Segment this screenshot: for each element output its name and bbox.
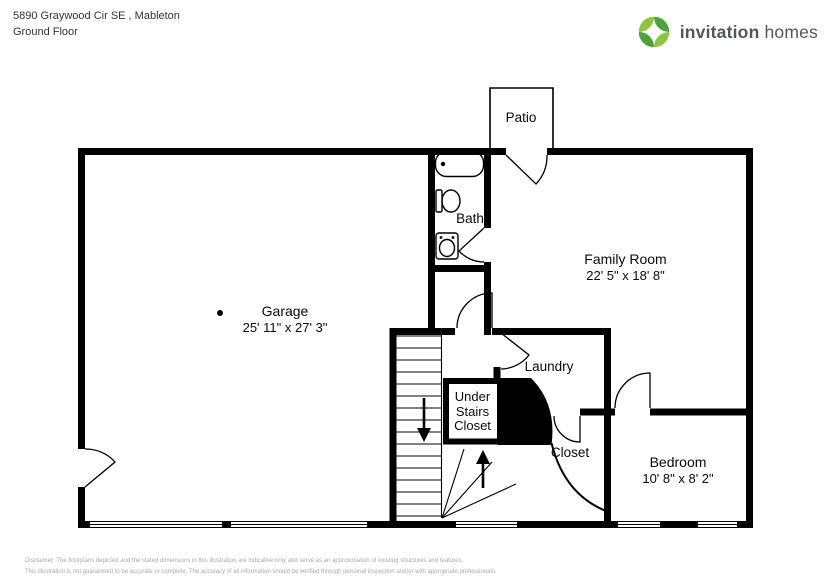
room-label-garage: Garage 25' 11" x 27' 3" [199,303,371,336]
stairs-down-arrow-icon [417,398,431,442]
room-label-laundry: Laundry [524,359,574,374]
floor-label: Ground Floor [13,25,78,38]
disclaimer: Disclaimer: The floorplans depicted and … [25,556,497,577]
window [618,520,660,529]
invitation-homes-logo-icon [638,16,669,48]
room-dimensions: 10' 8" x 8' 2" [642,470,714,486]
leaf-icon [653,32,669,48]
brand-word-invitation: invitation [679,21,760,42]
window [456,520,517,529]
patio-outline [489,87,554,148]
garage-door-opening [90,520,222,529]
disclaimer-line: Disclaimer: The floorplans depicted and … [25,558,464,564]
staircase [396,332,517,519]
room-label-bath: Bath [456,211,484,226]
room-label-family-room: Family Room 22' 5" x 18' 8" [543,251,708,284]
room-dimensions: 25' 11" x 27' 3" [242,319,328,335]
brand-word-homes: homes [764,21,818,42]
hall-door-swing [456,292,493,329]
leaf-icon [653,16,669,32]
doors [84,154,651,488]
exterior-walls [78,148,753,528]
windows [90,520,737,529]
under-stairs-closet-walls [443,378,499,445]
property-address-block: 5890 Graywood Cir SE , Mableton Ground F… [13,9,180,40]
room-name: Family Room [584,251,667,267]
room-label-bedroom: Bedroom 10' 8" x 8' 2" [601,454,755,487]
room-name: Bedroom [649,454,707,470]
closet-curved-wall [550,442,607,512]
bedroom-door-swing [614,372,651,409]
garage-side-door-swing [84,448,116,488]
bathtub-icon [434,150,485,178]
bath-fixtures [434,150,485,260]
stair-treads [396,335,441,517]
room-name: Garage [261,303,309,319]
disclaimer-line: This illustration is not guaranteed to b… [25,568,497,575]
closet-wall-segments [443,378,499,445]
garage-door-opening [231,520,367,529]
under-stairs-solid-wall [497,378,553,445]
support-post [217,310,223,316]
interior-walls [389,148,750,528]
closet-door-swing [553,415,581,443]
address-line: 5890 Graywood Cir SE , Mableton [13,10,180,22]
stairs-direction-arrows [417,398,490,488]
room-label-under-stairs-closet: Under Stairs Closet [454,389,491,433]
bath-door-swing [458,227,485,263]
room-label-patio: Patio [505,110,537,125]
window [698,520,737,529]
laundry-door-swing [500,332,530,370]
room-label-closet: Closet [550,445,590,460]
leaf-icon [638,16,654,32]
leaf-icon [638,32,654,48]
sink-icon [435,232,459,260]
toilet-icon [435,189,461,213]
patio-door-swing [505,154,548,185]
room-dimensions: 22' 5" x 18' 8" [586,267,665,283]
stairs-up-arrow-icon [476,450,490,488]
